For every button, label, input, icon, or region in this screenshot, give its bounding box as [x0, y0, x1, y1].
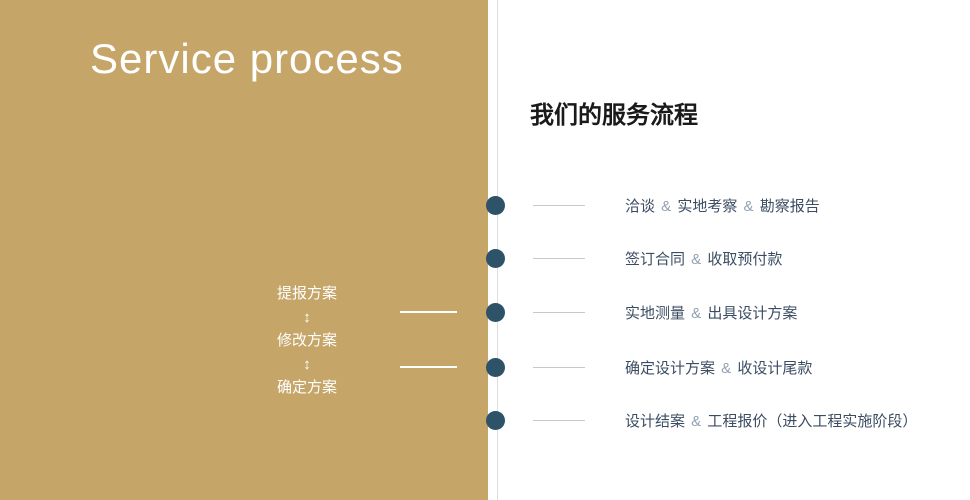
timeline-dot-5 [486, 411, 505, 430]
flow-step-confirm: 确定方案 [276, 379, 337, 396]
timeline-dot-2 [486, 249, 505, 268]
timeline-dot-3 [486, 303, 505, 322]
page-title: Service process [90, 35, 404, 82]
tick-line [533, 204, 585, 206]
process-step-label: 设计结案 & 工程报价（进入工程实施阶段） [625, 412, 918, 430]
process-step-row: 实地测量 & 出具设计方案 [533, 302, 797, 322]
revision-flow: 提报方案 ↕ 修改方案 ↕ 确定方案 [232, 284, 382, 398]
tick-line [533, 257, 585, 259]
timeline-dot-4 [486, 358, 505, 377]
left-panel: Service process 提报方案 ↕ 修改方案 ↕ 确定方案 [0, 0, 488, 500]
timeline-dot-1 [486, 196, 505, 215]
tick-line [533, 366, 585, 368]
process-step-label: 确定设计方案 & 收设计尾款 [625, 359, 813, 377]
up-down-arrow-icon: ↕ [303, 356, 311, 373]
process-step-row: 确定设计方案 & 收设计尾款 [533, 357, 812, 377]
connector-line-bottom [400, 366, 457, 368]
tick-line [533, 311, 585, 313]
process-step-row: 洽谈 & 实地考察 & 勘察报告 [533, 195, 820, 215]
flow-step-revise: 修改方案 [276, 332, 337, 349]
process-step-label: 洽谈 & 实地考察 & 勘察报告 [625, 197, 820, 215]
tick-line [533, 419, 585, 421]
process-step-label: 实地测量 & 出具设计方案 [625, 304, 798, 322]
process-step-row: 签订合同 & 收取预付款 [533, 248, 782, 268]
process-step-label: 签订合同 & 收取预付款 [625, 250, 783, 268]
section-heading: 我们的服务流程 [530, 102, 698, 129]
flow-step-submit: 提报方案 [276, 285, 337, 302]
process-step-row: 设计结案 & 工程报价（进入工程实施阶段） [533, 410, 917, 430]
connector-line-top [400, 311, 457, 313]
up-down-arrow-icon: ↕ [303, 309, 311, 326]
